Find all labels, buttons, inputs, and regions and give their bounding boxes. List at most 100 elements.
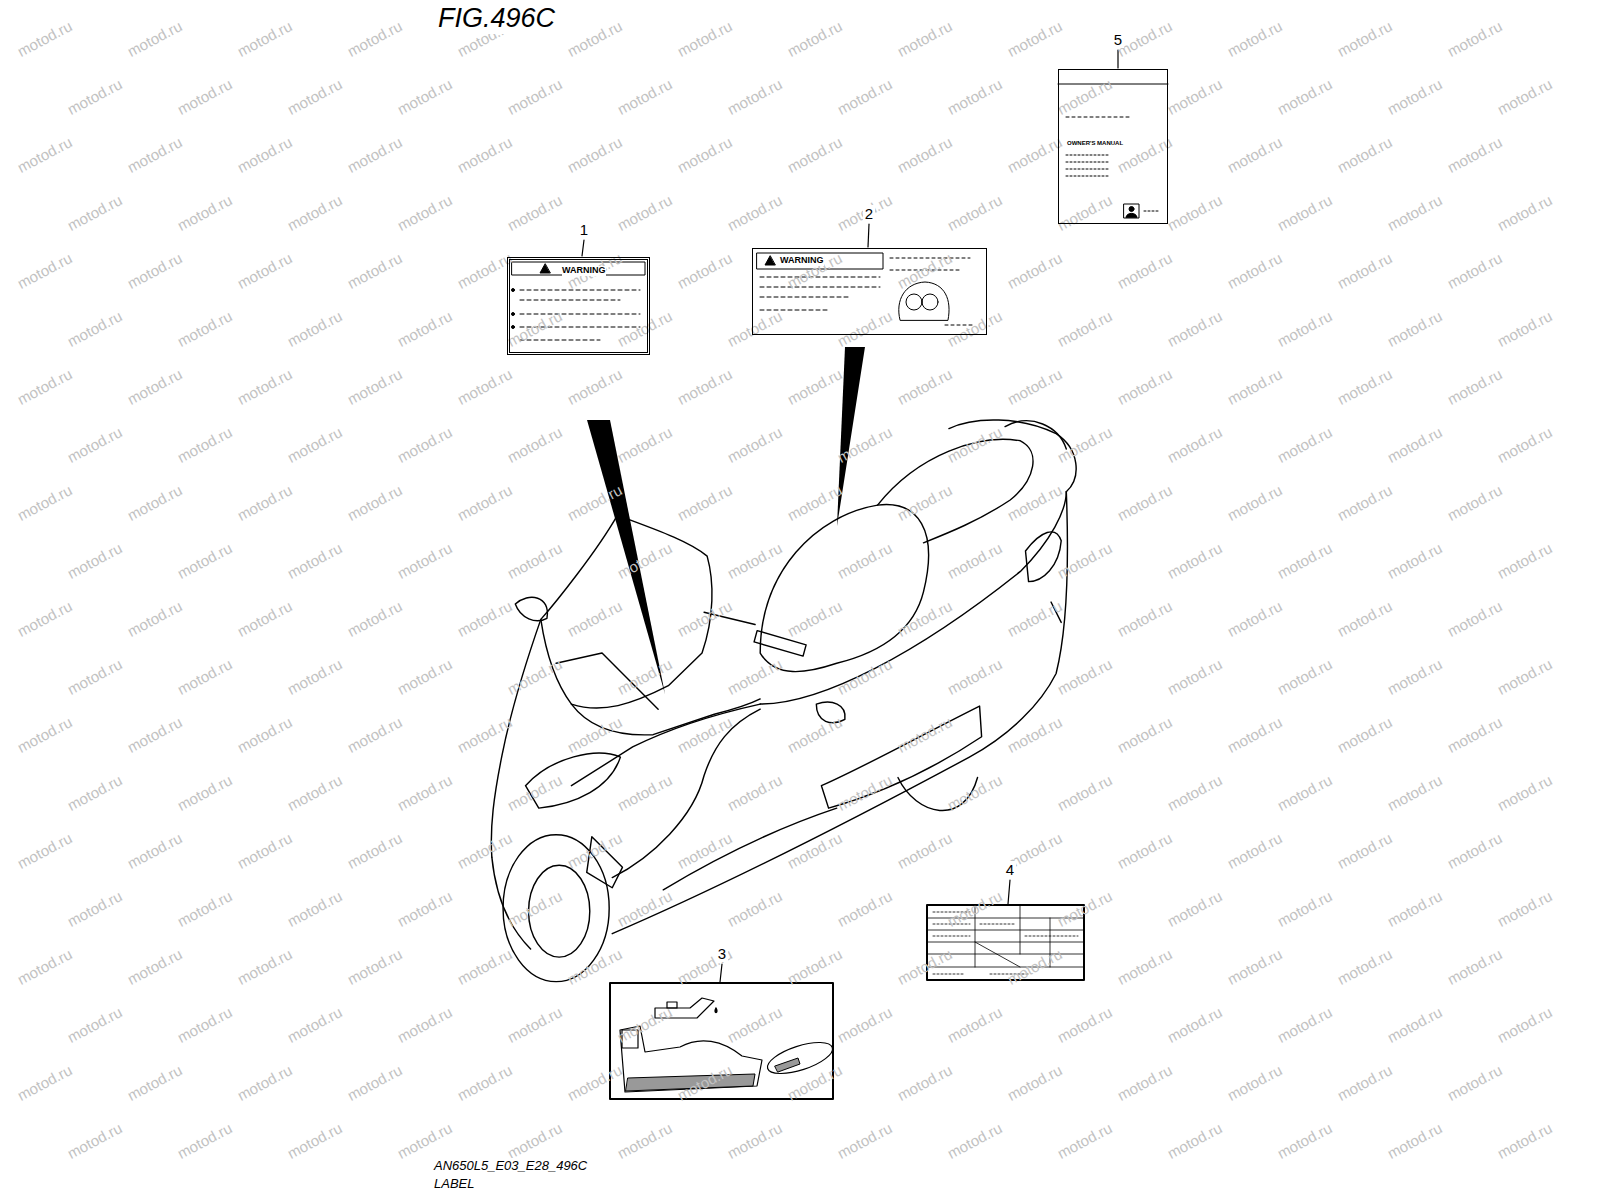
watermark: motod.ru bbox=[1274, 539, 1334, 582]
watermark: motod.ru bbox=[344, 1061, 404, 1104]
watermark: motod.ru bbox=[64, 1003, 124, 1046]
watermark: motod.ru bbox=[1004, 249, 1064, 292]
watermark: motod.ru bbox=[394, 423, 454, 466]
watermark: motod.ru bbox=[1274, 1003, 1334, 1046]
watermark: motod.ru bbox=[724, 539, 784, 582]
watermark: motod.ru bbox=[564, 133, 624, 176]
watermark: motod.ru bbox=[1274, 307, 1334, 350]
label-text: WARNING bbox=[780, 256, 824, 266]
watermark: motod.ru bbox=[504, 539, 564, 582]
watermark: motod.ru bbox=[394, 887, 454, 930]
watermark: motod.ru bbox=[1274, 423, 1334, 466]
watermark: motod.ru bbox=[1114, 713, 1174, 756]
watermark: motod.ru bbox=[1004, 713, 1064, 756]
watermark: motod.ru bbox=[1004, 597, 1064, 640]
watermark: motod.ru bbox=[64, 539, 124, 582]
watermark: motod.ru bbox=[64, 1119, 124, 1162]
watermark: motod.ru bbox=[784, 365, 844, 408]
watermark: motod.ru bbox=[234, 365, 294, 408]
watermark: motod.ru bbox=[894, 945, 954, 988]
location-pointers bbox=[587, 347, 865, 694]
watermark: motod.ru bbox=[1114, 1061, 1174, 1104]
watermark: motod.ru bbox=[1004, 365, 1064, 408]
watermark: motod.ru bbox=[454, 481, 514, 524]
watermark: motod.ru bbox=[834, 887, 894, 930]
watermark: motod.ru bbox=[394, 307, 454, 350]
watermark: motod.ru bbox=[1054, 1003, 1114, 1046]
watermark: motod.ru bbox=[394, 539, 454, 582]
watermark: motod.ru bbox=[1494, 1003, 1554, 1046]
watermark: motod.ru bbox=[1114, 365, 1174, 408]
watermark: motod.ru bbox=[174, 1003, 234, 1046]
watermark: motod.ru bbox=[174, 191, 234, 234]
callout-number: 4 bbox=[1004, 861, 1016, 878]
watermark: motod.ru bbox=[234, 597, 294, 640]
watermark: motod.ru bbox=[504, 191, 564, 234]
watermark: motod.ru bbox=[14, 249, 74, 292]
watermark: motod.ru bbox=[1384, 75, 1444, 118]
watermark: motod.ru bbox=[894, 133, 954, 176]
watermark: motod.ru bbox=[944, 191, 1004, 234]
watermark: motod.ru bbox=[1164, 539, 1224, 582]
watermark: motod.ru bbox=[1114, 249, 1174, 292]
watermark: motod.ru bbox=[454, 713, 514, 756]
watermark: motod.ru bbox=[1384, 655, 1444, 698]
scooter-drawing bbox=[491, 420, 1076, 982]
watermark: motod.ru bbox=[724, 423, 784, 466]
watermark: motod.ru bbox=[454, 597, 514, 640]
watermark: motod.ru bbox=[834, 307, 894, 350]
watermark: motod.ru bbox=[1334, 365, 1394, 408]
watermark: motod.ru bbox=[1054, 423, 1114, 466]
watermark: motod.ru bbox=[1334, 597, 1394, 640]
watermark: motod.ru bbox=[564, 17, 624, 60]
watermark: motod.ru bbox=[1444, 597, 1504, 640]
watermark: motod.ru bbox=[944, 1003, 1004, 1046]
watermark: motod.ru bbox=[1444, 713, 1504, 756]
watermark: motod.ru bbox=[1384, 1119, 1444, 1162]
watermark: motod.ru bbox=[14, 365, 74, 408]
watermark: motod.ru bbox=[724, 307, 784, 350]
watermark: motod.ru bbox=[1334, 713, 1394, 756]
watermark: motod.ru bbox=[14, 1061, 74, 1104]
watermark: motod.ru bbox=[284, 771, 344, 814]
watermark: motod.ru bbox=[124, 945, 184, 988]
watermark: motod.ru bbox=[344, 249, 404, 292]
watermark: motod.ru bbox=[1224, 829, 1284, 872]
watermark: motod.ru bbox=[1384, 539, 1444, 582]
watermark: motod.ru bbox=[344, 17, 404, 60]
watermark: motod.ru bbox=[1164, 771, 1224, 814]
watermark: motod.ru bbox=[784, 1061, 844, 1104]
watermark: motod.ru bbox=[614, 307, 674, 350]
watermark: motod.ru bbox=[1114, 133, 1174, 176]
watermark: motod.ru bbox=[614, 887, 674, 930]
watermark: motod.ru bbox=[284, 423, 344, 466]
watermark: motod.ru bbox=[1054, 1119, 1114, 1162]
watermark: motod.ru bbox=[1224, 945, 1284, 988]
watermark: motod.ru bbox=[1004, 481, 1064, 524]
watermark: motod.ru bbox=[504, 75, 564, 118]
watermark: motod.ru bbox=[1494, 887, 1554, 930]
watermark: motod.ru bbox=[234, 17, 294, 60]
watermark: motod.ru bbox=[1444, 829, 1504, 872]
watermark: motod.ru bbox=[344, 597, 404, 640]
warning-label: WARNING bbox=[752, 248, 987, 335]
watermark: motod.ru bbox=[1334, 17, 1394, 60]
watermark: motod.ru bbox=[64, 191, 124, 234]
watermark: motod.ru bbox=[564, 829, 624, 872]
watermark: motod.ru bbox=[1494, 1119, 1554, 1162]
watermark: motod.ru bbox=[1164, 191, 1224, 234]
callout-number: 1 bbox=[578, 221, 590, 238]
watermark: motod.ru bbox=[284, 1119, 344, 1162]
owners-manual-label: OWNER'S MANUAL bbox=[1058, 69, 1168, 224]
watermark: motod.ru bbox=[1494, 307, 1554, 350]
watermark: motod.ru bbox=[504, 887, 564, 930]
watermark: motod.ru bbox=[834, 539, 894, 582]
watermark: motod.ru bbox=[284, 307, 344, 350]
label-text: OWNER'S MANUAL bbox=[1067, 140, 1123, 147]
callout-number: 2 bbox=[863, 205, 875, 222]
watermark: motod.ru bbox=[284, 655, 344, 698]
watermark: motod.ru bbox=[674, 481, 734, 524]
watermark: motod.ru bbox=[784, 829, 844, 872]
watermark: motod.ru bbox=[394, 75, 454, 118]
